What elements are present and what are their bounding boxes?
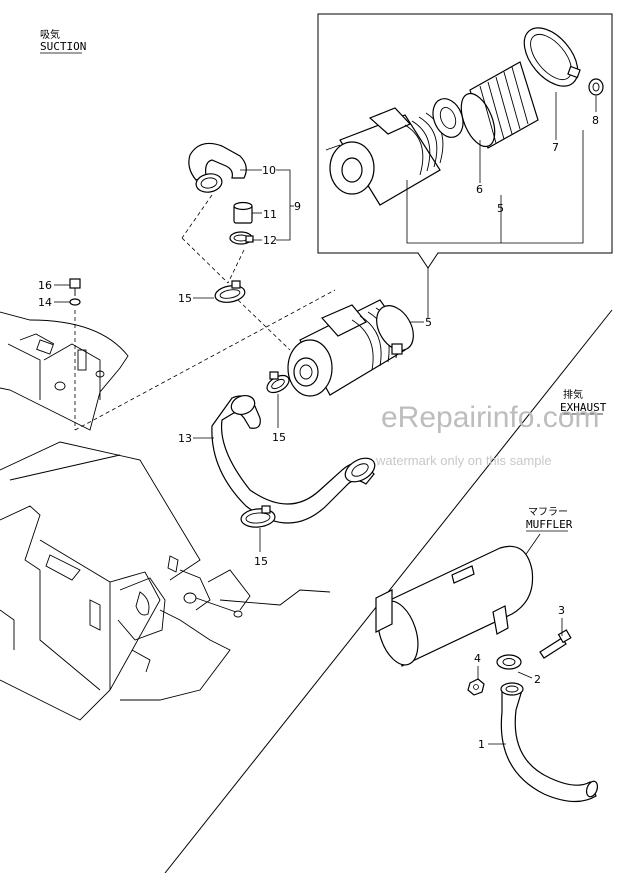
hose-clamp-middle-icon [266,371,290,394]
callout-1: 1 [478,738,485,751]
intake-pipe-icon [211,394,376,524]
callout-3: 3 [558,604,565,617]
washer-icon [69,298,81,306]
hose-clamp-icon [214,280,246,303]
callout-10: 10 [262,164,276,177]
callout-9: 9 [294,200,301,213]
inner-element-icon [432,98,464,138]
callout-2: 2 [534,673,541,686]
exhaust-pipe-icon [500,682,599,803]
callout-6: 6 [476,183,483,196]
air-cleaner-detail-box: 6 5 7 8 [317,13,613,318]
muffler-label: MUFFLER [526,518,573,531]
exhaust-label: EXHAUST [560,401,607,414]
watermark-site: eRepairinfo.com [381,401,599,434]
callout-5: 5 [425,316,432,329]
outer-element-icon [460,61,539,149]
callout-4: 4 [474,652,481,665]
air-cleaner-body-detail-icon [325,107,444,206]
muffler-label-jp: マフラー [528,506,568,518]
engine-frame-icon [0,311,331,721]
exhaust-gasket-icon [496,654,522,670]
intake-elbow-hose-icon [188,142,247,193]
suction-label: SUCTION [40,40,86,53]
bolt-icon [69,278,81,296]
wing-nut-icon [588,78,604,96]
callout-12: 12 [263,234,277,247]
exhaust-nut-icon [467,678,485,696]
callout-8: 8 [592,114,599,127]
air-cleaner-icon [287,299,414,397]
callout-7: 7 [552,141,559,154]
callout-14: 14 [38,296,52,309]
callout-5-box: 5 [497,202,504,215]
exhaust-bolt-icon [539,629,572,659]
suction-label-jp: 吸気 [40,28,60,41]
watermark-note: watermark only on this sample [375,453,552,468]
callout-13: 13 [178,432,192,445]
muffler-icon [375,545,534,667]
pipe-sleeve-icon [233,201,253,224]
callout-15-lower: 15 [254,555,268,568]
hose-clamp-small-icon [229,231,254,245]
exhaust-label-jp: 排気 [563,388,583,401]
cover-band-icon [523,27,581,87]
callout-16: 16 [38,279,52,292]
hose-clamp-lower-icon [240,505,276,528]
callout-15-middle: 15 [272,431,286,444]
callout-11: 11 [263,208,277,221]
callout-15-upper: 15 [178,292,192,305]
